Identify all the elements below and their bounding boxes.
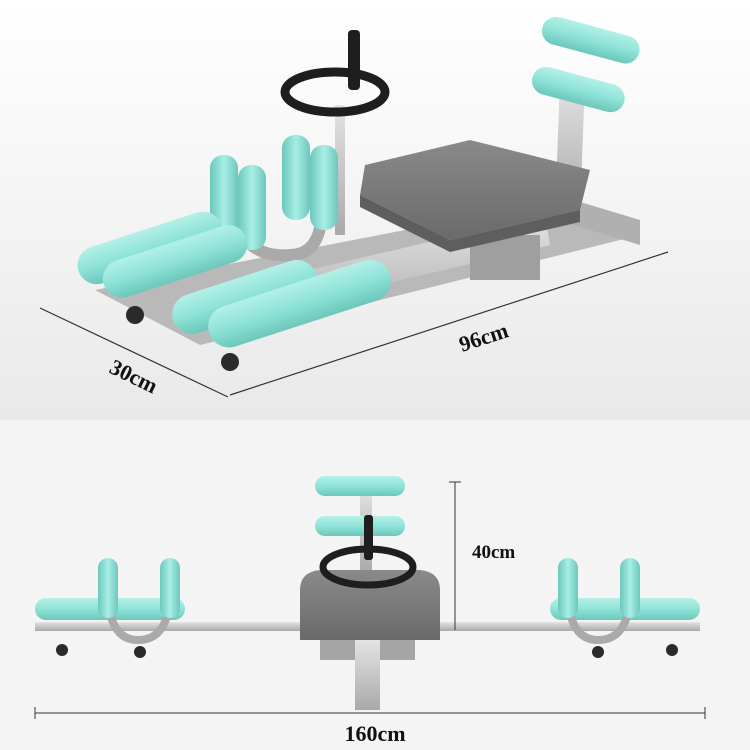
height-label: 40cm (472, 542, 515, 563)
right-leg-pad (550, 558, 700, 658)
handwheel (280, 30, 390, 235)
leg-pads-top (77, 135, 391, 348)
center-unit (300, 476, 440, 710)
wheels (126, 306, 239, 371)
perspective-view: 30cm 96cm (39, 16, 669, 398)
dimension-160cm: 160cm (34, 707, 706, 746)
left-leg-pad (35, 558, 185, 658)
seat (360, 140, 590, 252)
dimension-40cm: 40cm (449, 481, 515, 630)
width-label: 160cm (344, 721, 405, 746)
front-view: 40cm 160cm (34, 476, 706, 746)
